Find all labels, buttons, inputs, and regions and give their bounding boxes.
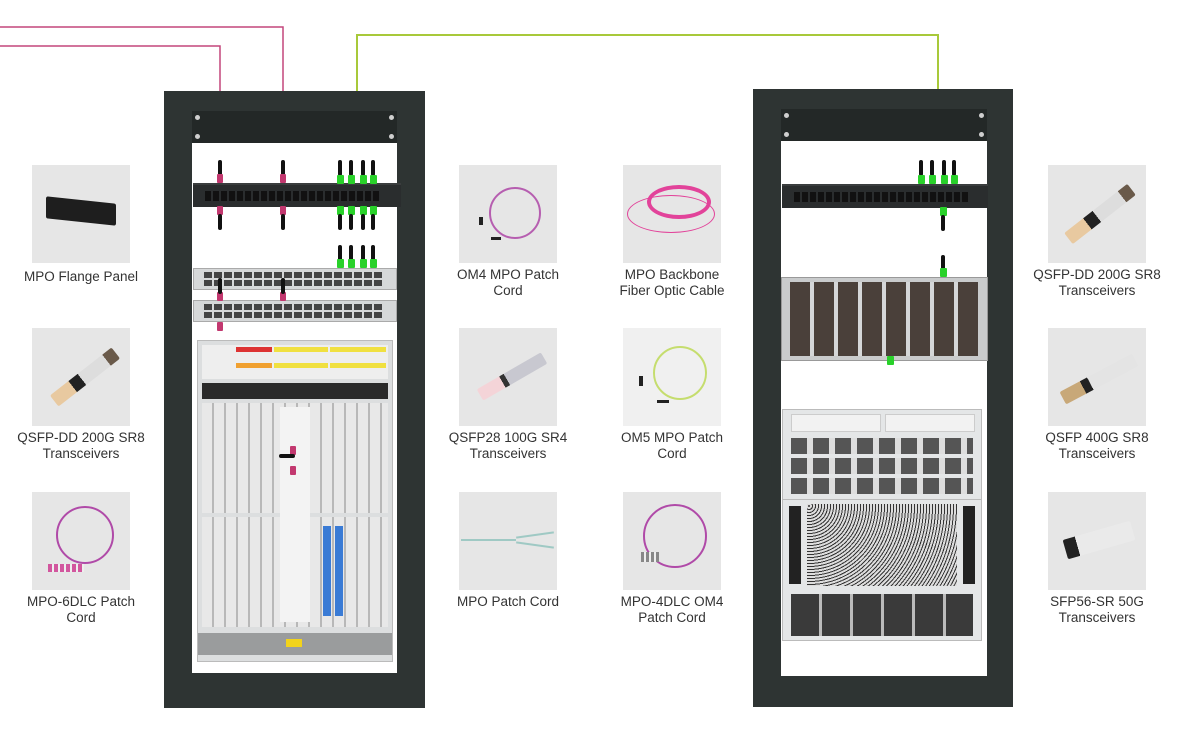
switch-1u-bottom[interactable] bbox=[193, 300, 397, 322]
product-label: MPO Patch Cord bbox=[456, 594, 560, 609]
fan-tray bbox=[202, 383, 388, 399]
sfp-transceiver-icon bbox=[1062, 520, 1136, 560]
breakout-cable-icon bbox=[643, 504, 707, 568]
modular-switch-chassis[interactable] bbox=[782, 409, 982, 501]
mpo-flange-panel-right[interactable] bbox=[782, 184, 988, 208]
server-vent-grille bbox=[807, 504, 957, 586]
switch-1u-top[interactable] bbox=[193, 268, 397, 290]
product-thumb-qsfp-400g[interactable] bbox=[1048, 328, 1146, 426]
product-thumb-sfp56-50g[interactable] bbox=[1048, 492, 1146, 590]
product-thumb-mpo-6dlc[interactable] bbox=[32, 492, 130, 590]
product-thumb-om5-mpo-patch-cord[interactable] bbox=[623, 328, 721, 426]
product-thumb-qsfp28-100g[interactable] bbox=[459, 328, 557, 426]
product-thumb-qsfp-dd-200g[interactable] bbox=[32, 328, 130, 426]
product-thumb-mpo-4dlc[interactable] bbox=[623, 492, 721, 590]
product-thumb-mpo-patch-cord[interactable] bbox=[459, 492, 557, 590]
mpo-flange-panel-left[interactable] bbox=[193, 183, 401, 207]
power-supplies bbox=[791, 594, 973, 636]
rack-top-panel bbox=[781, 109, 987, 141]
breakout-cable-icon bbox=[56, 506, 114, 564]
transceiver-icon bbox=[476, 352, 548, 401]
flange-panel-icon bbox=[46, 196, 116, 226]
transceiver-icon bbox=[1059, 353, 1139, 405]
product-thumb-qsfp-dd-200g-right[interactable] bbox=[1048, 165, 1146, 263]
product-thumb-mpo-backbone[interactable] bbox=[623, 165, 721, 263]
transceiver-icon bbox=[1064, 183, 1136, 245]
spine-switch[interactable] bbox=[781, 277, 988, 361]
server[interactable] bbox=[782, 499, 982, 641]
esd-warning-label bbox=[286, 639, 302, 647]
patch-cord-icon bbox=[489, 187, 541, 239]
chassis-base bbox=[198, 633, 392, 655]
y-cable-icon bbox=[461, 539, 516, 541]
patch-cord-icon bbox=[653, 346, 707, 400]
modular-chassis-router[interactable] bbox=[197, 340, 393, 662]
product-thumb-om4-mpo-patch-cord[interactable] bbox=[459, 165, 557, 263]
transceiver-icon bbox=[49, 347, 121, 407]
product-thumb-mpo-flange-panel[interactable] bbox=[32, 165, 130, 263]
warning-labels bbox=[202, 345, 388, 379]
rack-top-panel bbox=[192, 111, 397, 143]
product-label: MPO Flange Panel bbox=[23, 269, 139, 284]
